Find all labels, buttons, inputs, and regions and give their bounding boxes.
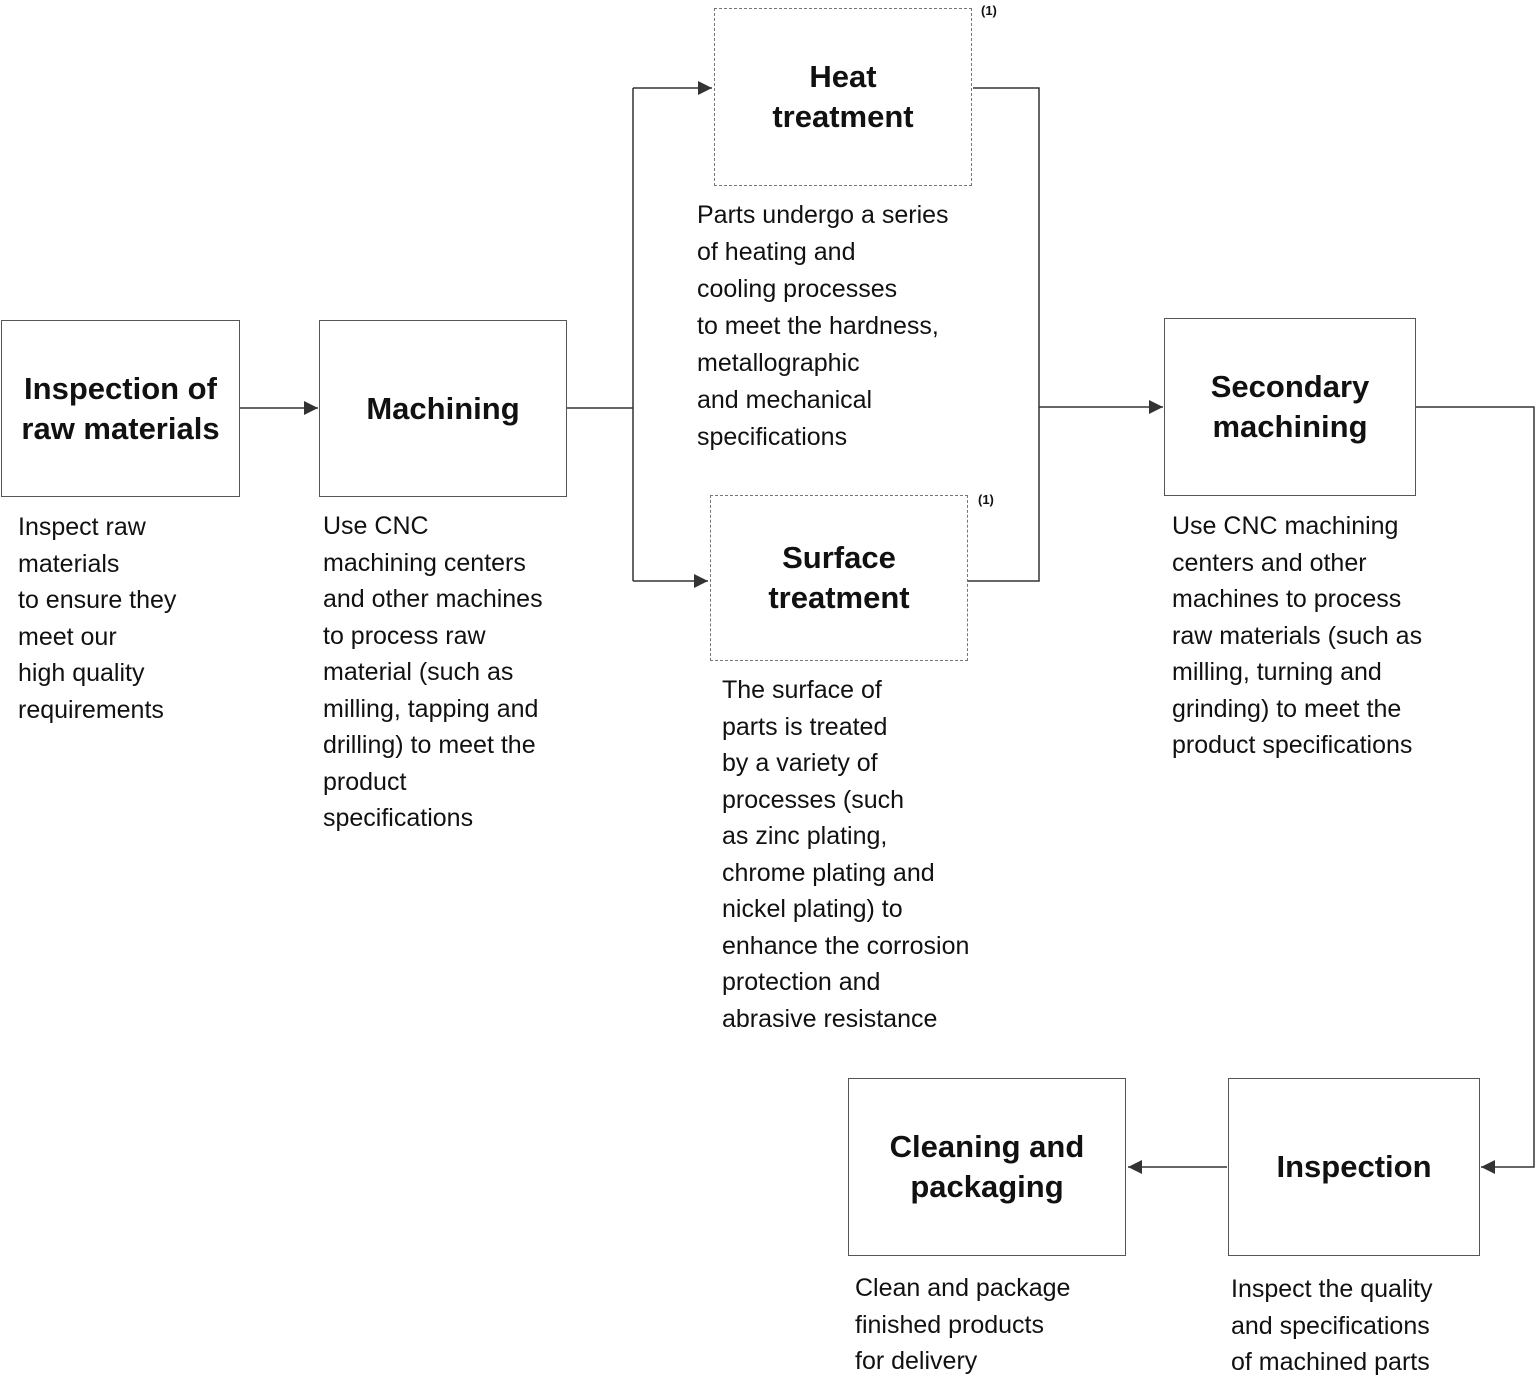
step-description-surface-treatment: The surface of parts is treated by a var… bbox=[722, 676, 970, 1033]
step-title: Inspection bbox=[1276, 1149, 1432, 1184]
step-machining: Machining bbox=[319, 320, 567, 497]
footnote-marker-heat-treatment: (1) bbox=[981, 3, 997, 18]
step-heat-treatment: Heat treatment bbox=[714, 8, 972, 186]
step-description-heat-treatment: Parts undergo a series of heating and co… bbox=[697, 201, 949, 451]
arrow-secondary-to-inspection bbox=[1416, 406, 1535, 1174]
step-description-secondary-machining: Use CNC machining centers and other mach… bbox=[1172, 512, 1423, 759]
step-description-cleaning-packaging: Clean and package finished products for … bbox=[855, 1274, 1071, 1375]
step-description-inspection-raw-materials: Inspect raw materials to ensure they mee… bbox=[18, 513, 177, 724]
step-surface-treatment: Surface treatment bbox=[710, 495, 968, 661]
footnote-marker-surface-treatment: (1) bbox=[978, 492, 994, 507]
connector-surface-treatment-merge bbox=[968, 407, 1040, 582]
step-description-inspection: Inspect the quality and specifications o… bbox=[1231, 1275, 1433, 1376]
step-inspection-raw-materials: Inspection of raw materials bbox=[1, 320, 240, 497]
step-title: Inspection of raw materials bbox=[21, 370, 220, 446]
step-title: Surface treatment bbox=[768, 540, 910, 615]
step-title: Heat treatment bbox=[772, 59, 914, 134]
step-title: Cleaning and packaging bbox=[889, 1129, 1085, 1204]
connector-heat-treatment-merge bbox=[973, 87, 1040, 407]
step-secondary-machining: Secondary machining bbox=[1164, 318, 1416, 496]
step-cleaning-packaging: Cleaning and packaging bbox=[848, 1078, 1126, 1256]
step-title: Secondary machining bbox=[1210, 369, 1370, 444]
step-inspection: Inspection bbox=[1228, 1078, 1480, 1256]
step-title: Machining bbox=[366, 390, 520, 426]
step-description-machining: Use CNC machining centers and other mach… bbox=[323, 512, 543, 832]
